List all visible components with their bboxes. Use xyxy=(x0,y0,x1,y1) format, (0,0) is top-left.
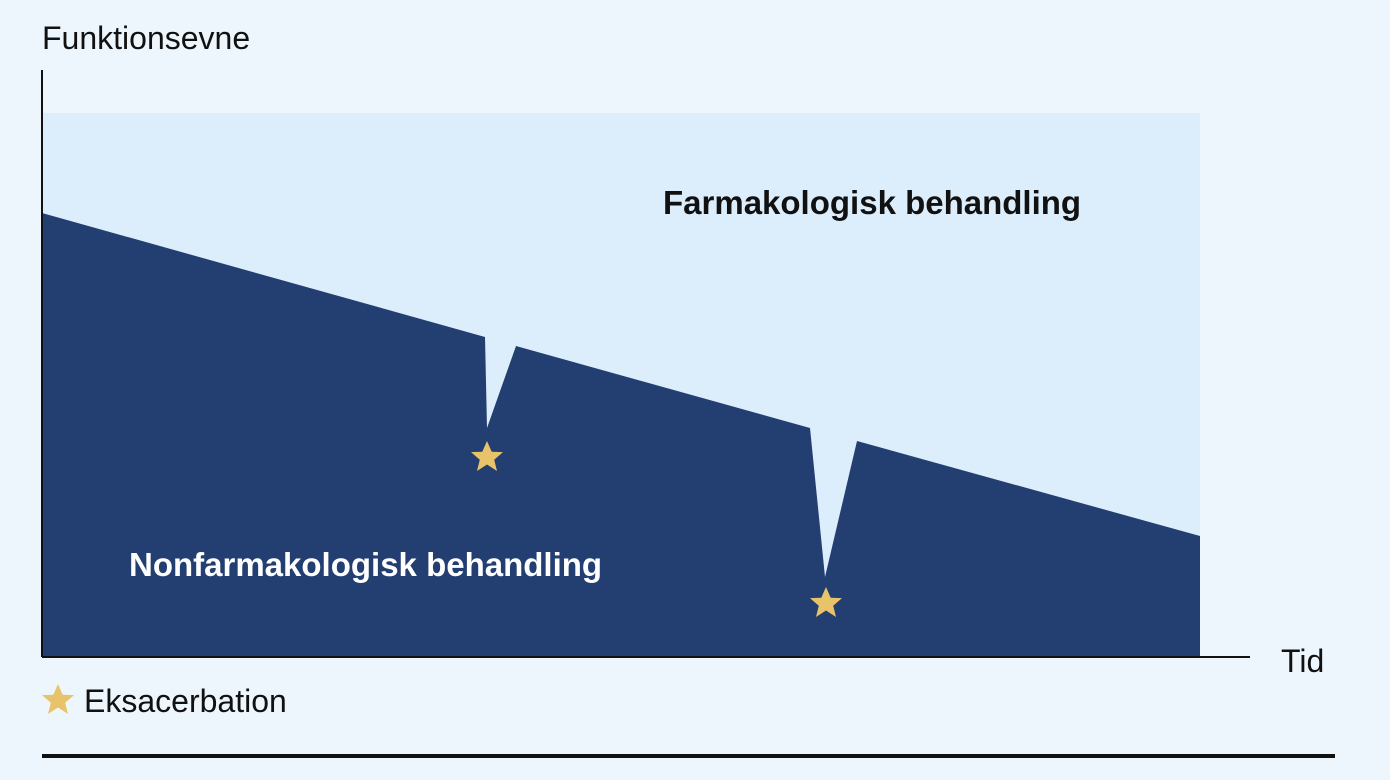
legend-label: Eksacerbation xyxy=(84,683,287,719)
x-axis-label: Tid xyxy=(1281,643,1325,679)
legend-star-icon xyxy=(42,684,74,714)
farmakologisk-label: Farmakologisk behandling xyxy=(663,184,1082,221)
y-axis-label: Funktionsevne xyxy=(42,20,251,56)
exacerbation-star-2 xyxy=(810,587,842,617)
nonfarmakologisk-label: Nonfarmakologisk behandling xyxy=(129,546,603,583)
nonfarmakologisk-region xyxy=(42,213,1200,657)
exacerbation-star-1 xyxy=(471,441,503,471)
